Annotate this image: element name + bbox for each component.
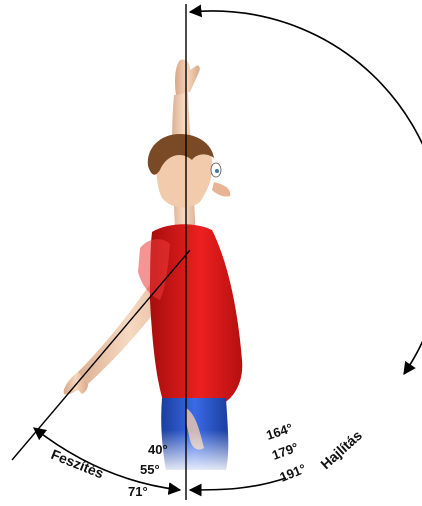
raised-hand xyxy=(175,59,200,95)
flexion-angle-3: 191° xyxy=(278,461,309,485)
nose xyxy=(212,182,230,197)
flexion-angle-2: 179° xyxy=(270,440,300,463)
flexion-angle-1: 164° xyxy=(264,420,294,443)
extension-angle-1: 40° xyxy=(148,442,168,457)
extension-angle-3: 71° xyxy=(128,484,148,499)
human-figure xyxy=(64,59,250,476)
pupil xyxy=(215,169,219,173)
flexion-arc-bottom xyxy=(190,478,286,490)
extension-label: Feszítés xyxy=(49,446,106,482)
extension-angle-2: 55° xyxy=(140,462,160,477)
flexion-label: Hajlítás xyxy=(317,427,365,472)
